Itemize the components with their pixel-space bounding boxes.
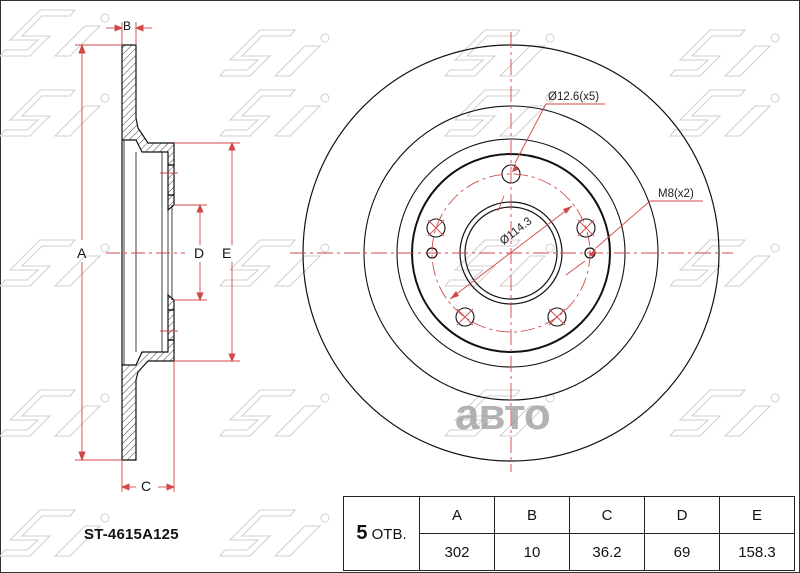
holes-count-cell: 5 ОТВ.: [343, 496, 420, 571]
dim-label-d: D: [194, 245, 205, 261]
header-a: A: [419, 496, 495, 534]
header-e: E: [719, 496, 795, 534]
dim-label-b: B: [123, 19, 132, 33]
header-c: C: [569, 496, 645, 534]
holes-count: 5: [356, 522, 368, 544]
spec-table: 5 ОТВ. A B C D E 302 10 36.2 69 158.3: [343, 496, 795, 571]
part-number: ST-4615A125: [84, 526, 179, 543]
thread-hole-callout: M8(x2): [658, 188, 694, 200]
holes-label: ОТВ.: [371, 526, 407, 543]
dim-label-c: C: [141, 478, 152, 494]
dim-label-e: E: [222, 245, 232, 261]
value-c: 36.2: [569, 533, 645, 571]
value-b: 10: [494, 533, 570, 571]
dim-label-a: A: [77, 245, 87, 261]
watermark-logo: авто: [455, 390, 551, 439]
header-d: D: [644, 496, 720, 534]
header-b: B: [494, 496, 570, 534]
value-a: 302: [419, 533, 495, 571]
bolt-hole-callout: Ø12.6(x5): [548, 91, 600, 103]
value-e: 158.3: [719, 533, 795, 571]
value-d: 69: [644, 533, 720, 571]
